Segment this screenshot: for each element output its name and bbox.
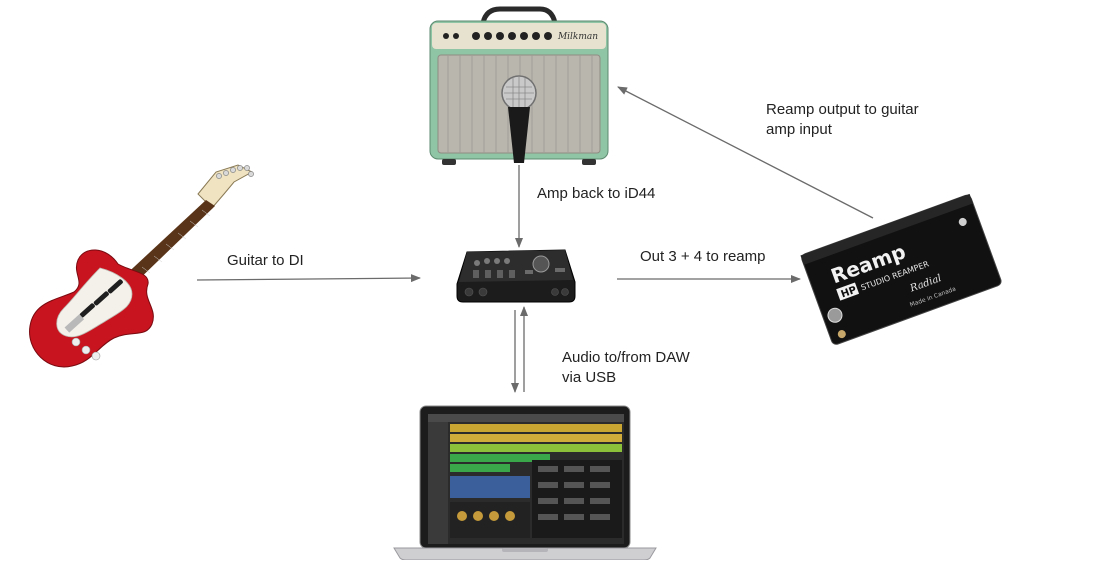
amp-back-label: Amp back to iD44 <box>537 185 656 202</box>
guitar-to-di-label: Guitar to DI <box>227 252 304 269</box>
reamp-to-amp-arrow <box>617 86 874 219</box>
guitar-amp-icon: Milkman <box>429 6 609 165</box>
reamp-model-text: HP <box>840 285 859 301</box>
amp-brand-text: Milkman <box>557 32 598 42</box>
audio-daw-label-line1: Audio to/from DAW <box>562 349 690 366</box>
out-to-reamp-label: Out 3 + 4 to reamp <box>640 248 766 265</box>
audio-daw-label-line2: via USB <box>562 369 617 386</box>
electric-guitar-icon <box>29 164 254 368</box>
guitar-to-interface-arrow <box>196 274 421 283</box>
reamp-box-icon: Reamp HP STUDIO REAMPER Radial Made in C… <box>800 193 1002 345</box>
laptop-daw-icon <box>393 405 657 560</box>
reamp-output-label-line2: amp input <box>766 121 832 138</box>
audio-interface-icon <box>456 249 576 303</box>
reamp-output-label-line1: Reamp output to guitar <box>766 101 919 118</box>
